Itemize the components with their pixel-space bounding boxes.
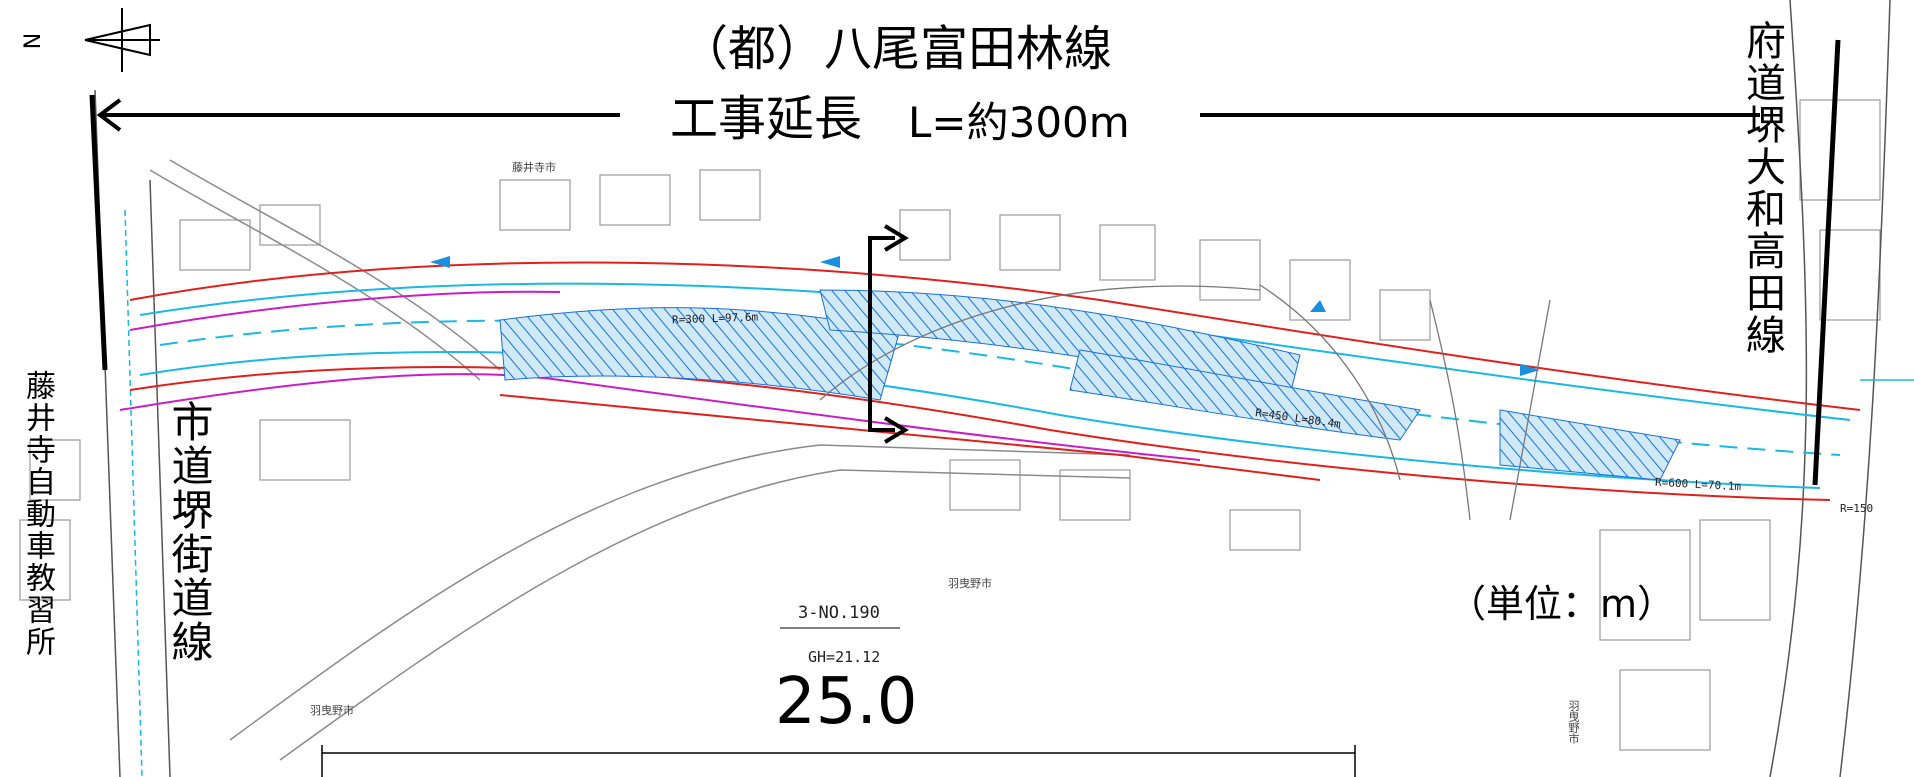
driving-school-label: 藤井寺自動車教習所: [20, 370, 55, 658]
centerline: [119, 290, 1201, 461]
section-marker: [868, 224, 909, 444]
road-boundary: [129, 261, 1861, 501]
curve-label-1: R=300 L=97.6m: [671, 310, 759, 327]
pref-road-label: 府道堺大和高田線: [1739, 20, 1785, 356]
extension-label: 工事延長: [670, 91, 863, 147]
lower-road: [149, 159, 1131, 761]
place-habikino-1: 羽曳野市: [948, 577, 992, 590]
flow-arrows: [430, 256, 1540, 376]
driving-school-name: 藤井寺自動車教習所: [20, 370, 55, 658]
extension-arrow: [96, 98, 1760, 132]
cad-buildings: [19, 99, 1881, 751]
section-width: 25.0: [775, 665, 918, 739]
place-fujiidera: 藤井寺市: [512, 161, 556, 174]
width-dimension: [321, 745, 1356, 777]
side-streets: [819, 284, 1551, 521]
right-road: [1769, 0, 1914, 777]
hatched-islands: [499, 289, 1681, 481]
place-habikino-2: 羽曳野市: [310, 704, 354, 717]
place-habikino-3: 羽曳野市: [1567, 700, 1580, 744]
city-road-label: 市道堺街道線: [165, 400, 214, 664]
north-arrow: [84, 8, 160, 72]
extension-value: L=約300m: [908, 98, 1130, 147]
section-station: 3-NO.190: [798, 603, 880, 623]
north-letter: N: [21, 32, 47, 50]
extent-lines: [89, 39, 1841, 486]
route-title: （都）八尾富田林線: [680, 21, 1113, 77]
unit-label: （単位：m）: [1448, 582, 1676, 626]
curve-label-4: R=150: [1840, 502, 1874, 515]
section-gh: GH=21.12: [808, 648, 881, 666]
left-road: [94, 89, 171, 777]
